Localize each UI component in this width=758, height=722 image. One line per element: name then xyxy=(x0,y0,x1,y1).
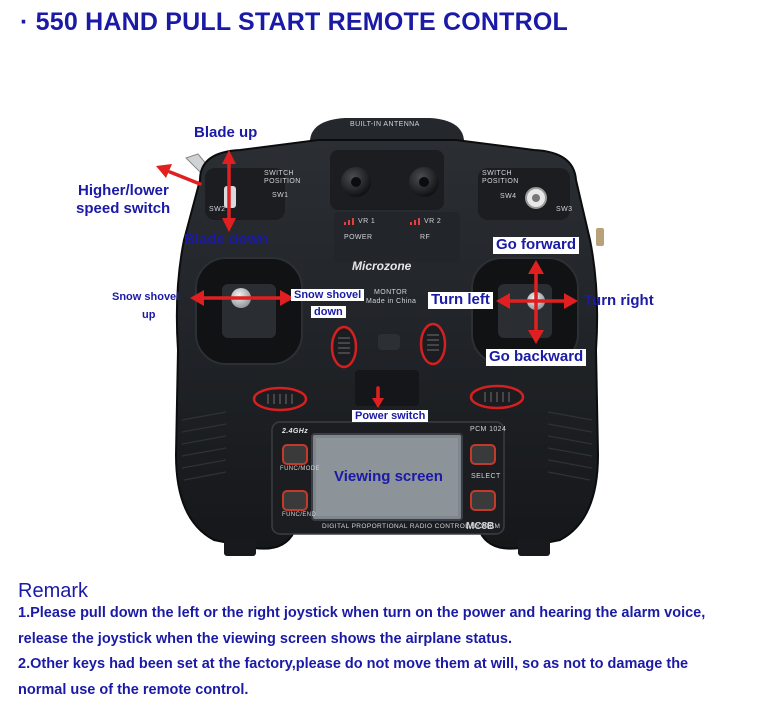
sw1-label: SW1 xyxy=(272,192,289,199)
snow-shovel-up-label-line2: up xyxy=(142,309,156,321)
left-trim-switch xyxy=(330,325,358,369)
band-label: 2.4GHz xyxy=(282,428,309,435)
sw4-label: SW4 xyxy=(500,193,517,200)
func-end-button[interactable] xyxy=(282,490,308,511)
remark-line-2: release the joystick when the viewing sc… xyxy=(18,631,512,647)
speed-switch-label-line1: Higher/lower xyxy=(78,182,169,199)
switch-position-left-label: SWITCH POSITION xyxy=(264,170,301,185)
model-label: MC8B xyxy=(466,521,495,532)
snow-shovel-up-label-line1: Snow shovel xyxy=(112,291,180,303)
select-label: SELECT xyxy=(471,473,501,480)
right-switch-zone xyxy=(478,168,570,220)
remark-title: Remark xyxy=(18,580,89,602)
grip-texture xyxy=(181,411,593,481)
snow-shovel-down-label-line2: down xyxy=(311,306,346,319)
right-trim-switch xyxy=(419,322,447,366)
power-switch-label: Power switch xyxy=(352,410,429,423)
antenna-housing xyxy=(310,118,464,140)
power-indicator-label: POWER xyxy=(344,234,373,241)
switch-position-right-label: SWITCH POSITION xyxy=(482,170,519,185)
page-title: · 550 HAND PULL START REMOTE CONTROL xyxy=(20,8,568,36)
select-down-button[interactable] xyxy=(470,490,496,511)
vr2-label: VR 2 xyxy=(424,218,442,225)
snow-shovel-down-label-line1: Snow shovel xyxy=(291,289,365,302)
power-switch-housing xyxy=(355,370,419,406)
indicator-panel xyxy=(334,212,460,262)
func-mode-label: FUNC/MODE xyxy=(280,466,320,472)
blade-up-label: Blade up xyxy=(194,124,258,141)
side-knob xyxy=(596,228,604,246)
speed-switch-label-line2: speed switch xyxy=(76,200,171,217)
vr1-label: VR 1 xyxy=(358,218,376,225)
antenna-label: BUILT-IN ANTENNA xyxy=(350,121,420,128)
monitor-label: MONTOR xyxy=(374,289,408,296)
blade-down-label: Blade down xyxy=(184,231,269,248)
select-up-button[interactable] xyxy=(470,444,496,465)
go-backward-label: Go backward xyxy=(486,348,587,366)
go-forward-label: Go forward xyxy=(493,236,580,254)
remark-line-4: normal use of the remote control. xyxy=(18,682,249,698)
brand-logo: Microzone xyxy=(352,259,412,273)
remark-line-1: 1.Please pull down the left or the right… xyxy=(18,605,706,621)
viewing-screen-label: Viewing screen xyxy=(334,468,443,485)
remark-line-3: 2.Other keys had been set at the factory… xyxy=(18,656,689,672)
turn-right-label: Turn right xyxy=(584,292,654,309)
rf-indicator-label: RF xyxy=(420,234,431,241)
func-mode-button[interactable] xyxy=(282,444,308,465)
sw2-label: SW2 xyxy=(209,206,226,213)
center-clip xyxy=(378,334,400,350)
pcm-label: PCM 1024 xyxy=(470,426,507,433)
sw3-label: SW3 xyxy=(556,206,573,213)
func-end-label: FUNC/END xyxy=(282,512,317,518)
made-in-label: Made in China xyxy=(366,298,417,305)
footer-label: DIGITAL PROPORTIONAL RADIO CONTROL SYSTE… xyxy=(322,523,501,530)
turn-left-label: Turn left xyxy=(428,291,493,309)
